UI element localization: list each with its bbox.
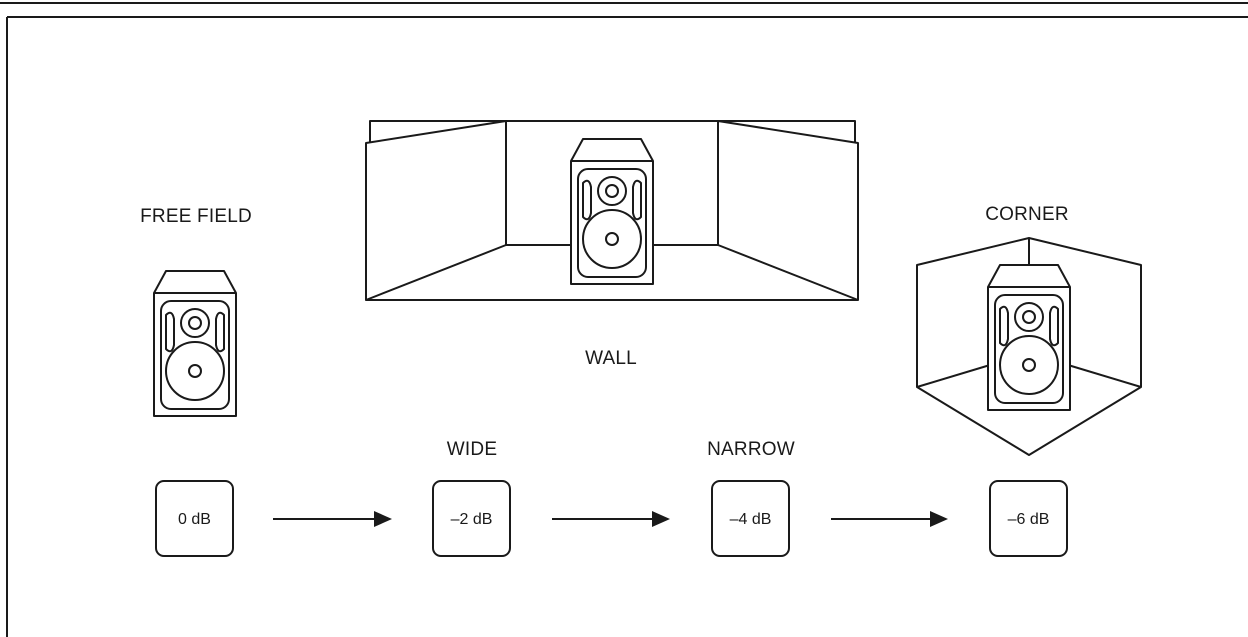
arrow-1 [273, 511, 392, 527]
wide-label: WIDE [447, 439, 497, 460]
svg-text:–4 dB: –4 dB [730, 511, 772, 528]
svg-text:–2 dB: –2 dB [451, 511, 493, 528]
arrow-3 [831, 511, 948, 527]
arrow-2 [552, 511, 670, 527]
corner-enclosure-illustration [916, 237, 1142, 456]
wall-speaker-icon [570, 138, 654, 285]
corner-speaker-icon [987, 264, 1071, 411]
svg-text:–6 dB: –6 dB [1008, 511, 1050, 528]
wall-label: WALL [585, 348, 637, 369]
level-box-1: –2 dB [432, 480, 511, 557]
narrow-label: NARROW [707, 439, 795, 460]
level-box-3: –6 dB [989, 480, 1068, 557]
free-field-speaker-icon [153, 270, 237, 417]
corner-label: CORNER [985, 204, 1069, 225]
level-box-0: 0 dB [155, 480, 234, 557]
level-box-2: –4 dB [711, 480, 790, 557]
free-field-label: FREE FIELD [140, 206, 252, 227]
svg-text:0 dB: 0 dB [178, 511, 211, 528]
